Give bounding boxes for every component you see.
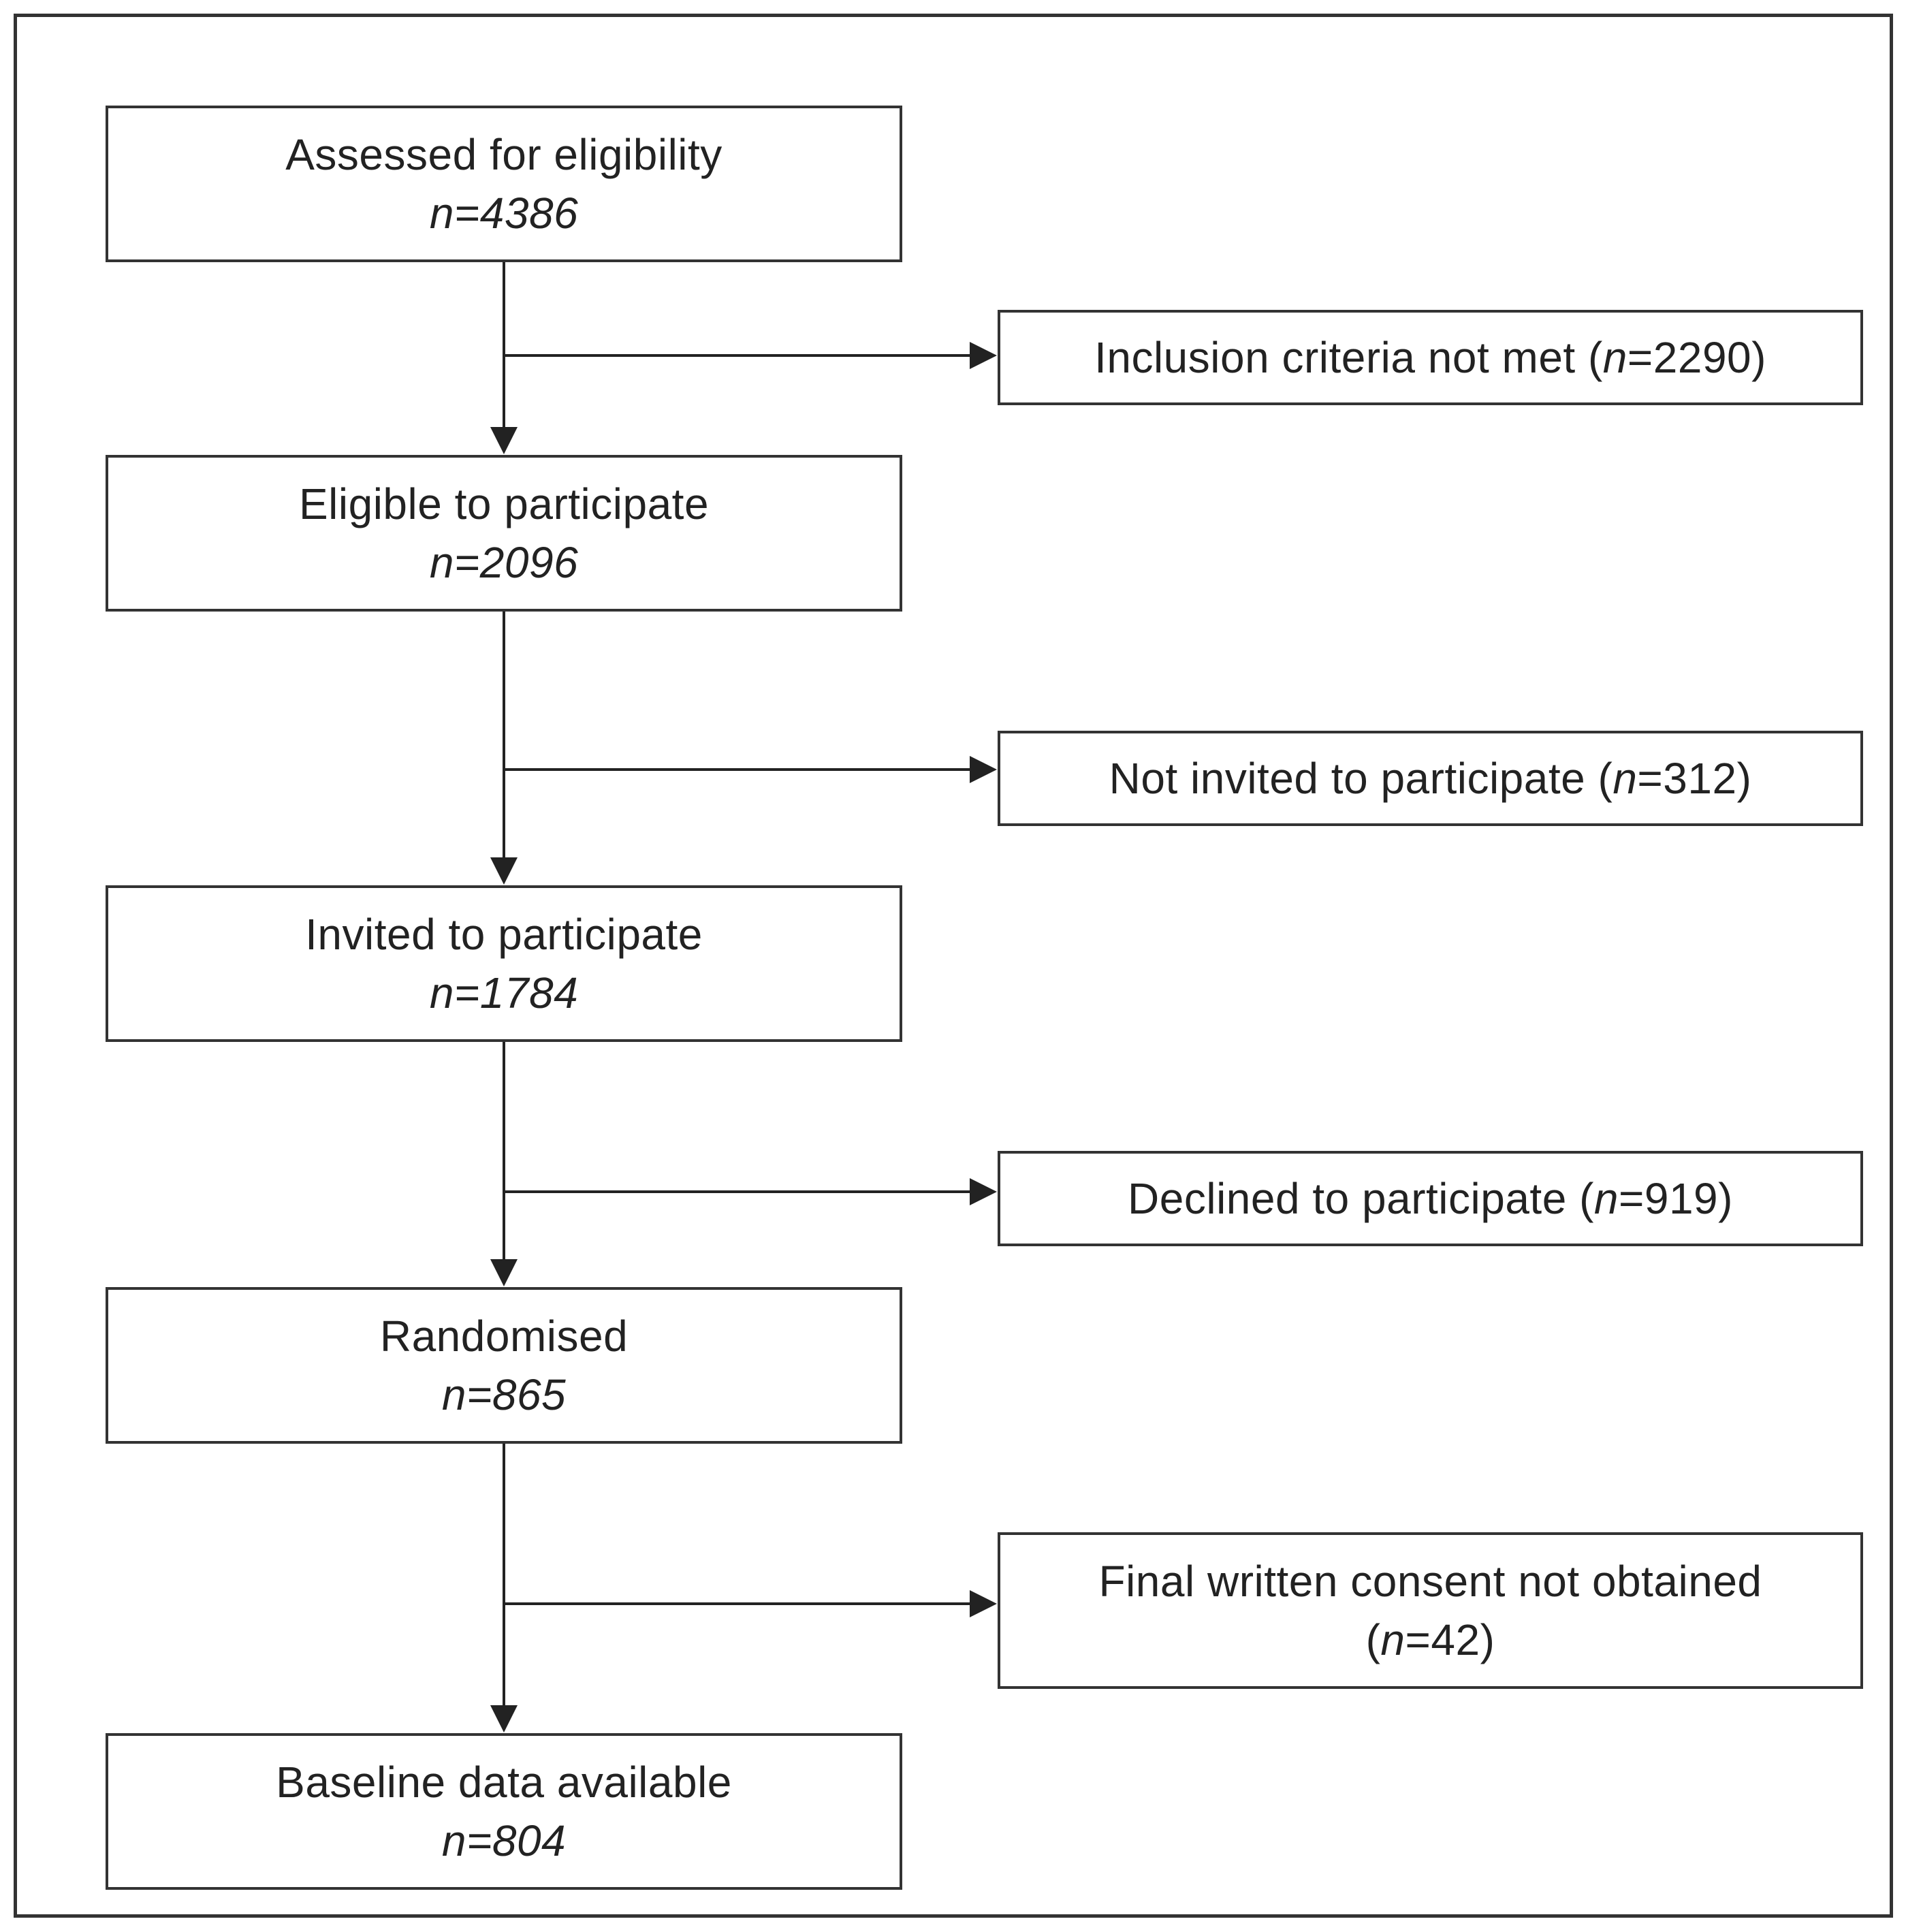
exclusion-count: (n=42) [1366,1611,1495,1669]
paren-close: ) [1718,1173,1733,1223]
exclusion-label: Declined to participate [1128,1173,1567,1223]
paren-open: ( [1598,753,1613,803]
step-label: Randomised [379,1311,629,1361]
exclusion-value: =42 [1405,1615,1480,1664]
step-count: n=1784 [429,968,579,1017]
exclusion-label: Final written consent not obtained [1098,1556,1762,1606]
exclusion-value: =919 [1618,1173,1719,1223]
exclusion-n-letter: n [1380,1615,1405,1664]
step-count: n=4386 [429,189,579,238]
paren-close: ) [1480,1615,1495,1664]
diagram-frame [14,14,1893,1918]
exclusion-text: Inclusion criteria not met (n=2290) [1094,328,1766,387]
step-box-invited: Invited to participate n=1784 [106,885,902,1042]
paren-open: ( [1587,332,1603,382]
step-label: Eligible to participate [298,479,710,528]
exclusion-n-letter: n [1602,332,1627,382]
exclusion-box-declined: Declined to participate (n=919) [998,1151,1863,1246]
step-label: Baseline data available [276,1757,732,1807]
step-box-assessed: Assessed for eligibility n=4386 [106,106,902,262]
exclusion-box-consent: Final written consent not obtained (n=42… [998,1532,1863,1689]
exclusion-value: =2290 [1627,332,1752,382]
paren-open: ( [1365,1615,1381,1664]
exclusion-label: Not invited to participate [1109,753,1586,803]
paren-close: ) [1751,332,1766,382]
step-box-baseline: Baseline data available n=804 [106,1733,902,1890]
step-count: n=804 [441,1816,567,1865]
step-box-randomised: Randomised n=865 [106,1287,902,1444]
exclusion-n-letter: n [1593,1173,1619,1223]
exclusion-n-letter: n [1613,753,1638,803]
exclusion-box-inclusion: Inclusion criteria not met (n=2290) [998,310,1863,405]
exclusion-text: Not invited to participate (n=312) [1109,749,1752,808]
exclusion-box-not-invited: Not invited to participate (n=312) [998,731,1863,826]
step-label: Invited to participate [305,909,703,959]
paren-close: ) [1736,753,1752,803]
step-label: Assessed for eligibility [285,129,722,179]
paren-open: ( [1579,1173,1594,1223]
step-count: n=865 [441,1370,567,1419]
step-box-eligible: Eligible to participate n=2096 [106,455,902,612]
exclusion-label: Inclusion criteria not met [1094,332,1576,382]
exclusion-text: Declined to participate (n=919) [1128,1169,1733,1228]
exclusion-value: =312 [1637,753,1737,803]
step-count: n=2096 [429,538,579,587]
